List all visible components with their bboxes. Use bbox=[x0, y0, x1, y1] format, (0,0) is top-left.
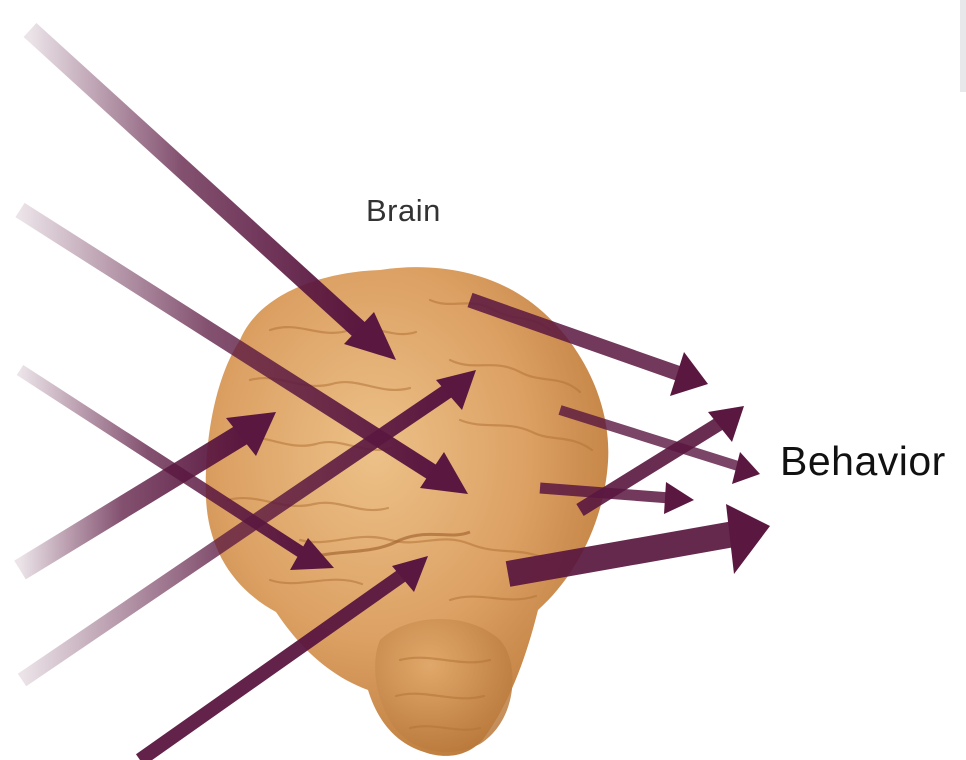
behavior-label: Behavior bbox=[780, 438, 946, 485]
input-arrow bbox=[30, 30, 396, 360]
brain-label: Brain bbox=[366, 193, 441, 229]
edge-divider bbox=[960, 0, 966, 92]
